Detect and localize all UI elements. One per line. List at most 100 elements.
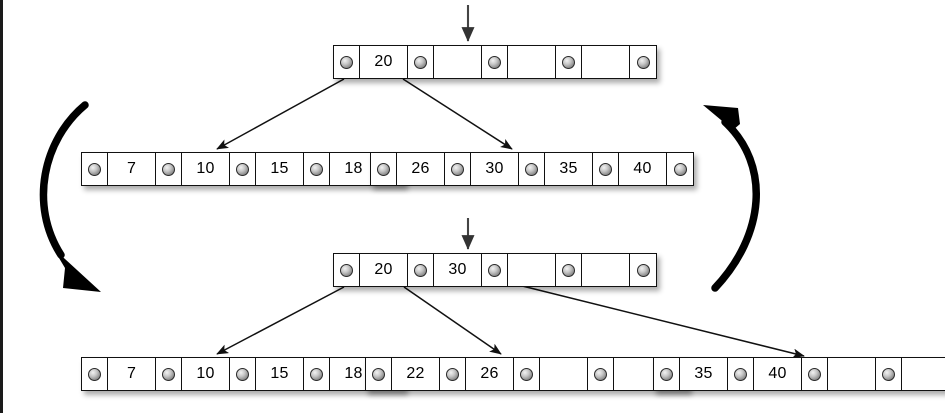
key-cell[interactable]: 20 bbox=[360, 46, 408, 78]
pointer-dot-icon bbox=[236, 162, 249, 176]
pointer-cell[interactable] bbox=[802, 358, 828, 390]
pointer-dot-icon bbox=[162, 367, 175, 381]
pointer-dot-icon bbox=[446, 367, 459, 381]
pointer-cell[interactable] bbox=[630, 254, 656, 286]
key-cell-empty[interactable] bbox=[540, 358, 588, 390]
pointer-dot-icon bbox=[88, 367, 101, 381]
key-cell-empty[interactable] bbox=[508, 46, 556, 78]
leaf-node-before-left[interactable]: 7 10 15 18 bbox=[81, 152, 405, 186]
flow-arrow-left-descending bbox=[39, 101, 101, 292]
pointer-dot-icon bbox=[488, 55, 501, 69]
key-cell[interactable]: 26 bbox=[466, 358, 514, 390]
pointer-cell[interactable] bbox=[728, 358, 754, 390]
pointer-dot-icon bbox=[372, 367, 385, 381]
pointer-dot-icon bbox=[636, 263, 650, 277]
pointer-cell[interactable] bbox=[556, 46, 582, 78]
pointer-cell[interactable] bbox=[593, 153, 619, 185]
key-cell[interactable]: 15 bbox=[256, 153, 304, 185]
key-cell-empty[interactable] bbox=[434, 46, 482, 78]
pointer-cell[interactable] bbox=[514, 358, 540, 390]
pointer-cell[interactable] bbox=[408, 254, 434, 286]
pointer-dot-icon bbox=[414, 55, 427, 69]
key-cell[interactable]: 40 bbox=[619, 153, 667, 185]
leaf-node-after-middle[interactable]: 22 26 bbox=[365, 357, 689, 391]
key-cell[interactable]: 20 bbox=[360, 254, 408, 286]
pointer-cell[interactable] bbox=[82, 358, 108, 390]
flow-arrow-right-ascending bbox=[703, 105, 760, 292]
key-cell-empty[interactable] bbox=[582, 46, 630, 78]
pointer-cell[interactable] bbox=[230, 153, 256, 185]
key-cell[interactable]: 22 bbox=[392, 358, 440, 390]
key-cell-empty[interactable] bbox=[902, 358, 945, 390]
pointer-cell[interactable] bbox=[334, 254, 360, 286]
leaf-node-before-right[interactable]: 26 30 35 40 bbox=[370, 152, 694, 186]
pointer-dot-icon bbox=[88, 162, 101, 176]
pointer-dot-icon bbox=[882, 367, 895, 381]
pointer-cell[interactable] bbox=[156, 358, 182, 390]
pointer-dot-icon bbox=[636, 55, 650, 69]
pointer-dot-icon bbox=[162, 162, 175, 176]
key-cell[interactable]: 30 bbox=[471, 153, 519, 185]
pointer-cell[interactable] bbox=[654, 358, 680, 390]
pointer-dot-icon bbox=[310, 162, 323, 176]
pointer-cell[interactable] bbox=[876, 358, 902, 390]
pointer-dot-icon bbox=[594, 367, 607, 381]
key-cell[interactable]: 7 bbox=[108, 153, 156, 185]
pointer-dot-icon bbox=[340, 263, 353, 277]
pointer-dot-icon bbox=[377, 162, 390, 176]
pointer-dot-icon bbox=[414, 263, 427, 277]
pointer-dot-icon bbox=[562, 55, 575, 69]
key-cell[interactable]: 10 bbox=[182, 358, 230, 390]
pointer-cell[interactable] bbox=[556, 254, 582, 286]
pointer-dot-icon bbox=[451, 162, 464, 176]
pointer-cell[interactable] bbox=[667, 153, 693, 185]
key-cell-empty[interactable] bbox=[828, 358, 876, 390]
pointer-dot-icon bbox=[808, 367, 821, 381]
pointer-dot-icon bbox=[673, 162, 687, 176]
pointer-cell[interactable] bbox=[482, 46, 508, 78]
key-cell[interactable]: 40 bbox=[754, 358, 802, 390]
key-cell-empty[interactable] bbox=[508, 254, 556, 286]
key-cell[interactable]: 10 bbox=[182, 153, 230, 185]
key-cell[interactable]: 35 bbox=[545, 153, 593, 185]
pointer-dot-icon bbox=[599, 162, 612, 176]
key-cell-empty[interactable] bbox=[582, 254, 630, 286]
pointer-cell[interactable] bbox=[519, 153, 545, 185]
pointer-dot-icon bbox=[520, 367, 533, 381]
pointer-cell[interactable] bbox=[588, 358, 614, 390]
pointer-cell[interactable] bbox=[334, 46, 360, 78]
leaf-node-after-left[interactable]: 7 10 15 18 bbox=[81, 357, 405, 391]
key-cell[interactable]: 15 bbox=[256, 358, 304, 390]
connector-before-root-to-left-leaf bbox=[216, 78, 345, 150]
pointer-cell[interactable] bbox=[482, 254, 508, 286]
pointer-dot-icon bbox=[340, 55, 353, 69]
pointer-dot-icon bbox=[310, 367, 323, 381]
pointer-dot-icon bbox=[734, 367, 747, 381]
pointer-cell[interactable] bbox=[630, 46, 656, 78]
pointer-dot-icon bbox=[236, 367, 249, 381]
connector-after-root-to-middle-leaf bbox=[403, 286, 502, 355]
pointer-cell[interactable] bbox=[82, 153, 108, 185]
pointer-cell[interactable] bbox=[230, 358, 256, 390]
key-cell[interactable]: 7 bbox=[108, 358, 156, 390]
pointer-dot-icon bbox=[660, 367, 673, 381]
pointer-cell[interactable] bbox=[304, 153, 330, 185]
pointer-cell[interactable] bbox=[371, 153, 397, 185]
pointer-cell[interactable] bbox=[156, 153, 182, 185]
pointer-cell[interactable] bbox=[304, 358, 330, 390]
pointer-cell[interactable] bbox=[445, 153, 471, 185]
pointer-dot-icon bbox=[562, 263, 575, 277]
key-cell[interactable]: 26 bbox=[397, 153, 445, 185]
pointer-cell[interactable] bbox=[408, 46, 434, 78]
key-cell[interactable]: 35 bbox=[680, 358, 728, 390]
key-cell[interactable]: 30 bbox=[434, 254, 482, 286]
connector-after-root-to-left-leaf bbox=[216, 286, 345, 355]
leaf-node-after-right[interactable]: 35 40 bbox=[653, 357, 945, 391]
pointer-dot-icon bbox=[525, 162, 538, 176]
pointer-cell[interactable] bbox=[440, 358, 466, 390]
root-node-before[interactable]: 20 bbox=[333, 45, 657, 79]
root-node-after[interactable]: 20 30 bbox=[333, 253, 657, 287]
pointer-dot-icon bbox=[488, 263, 501, 277]
pointer-cell[interactable] bbox=[366, 358, 392, 390]
